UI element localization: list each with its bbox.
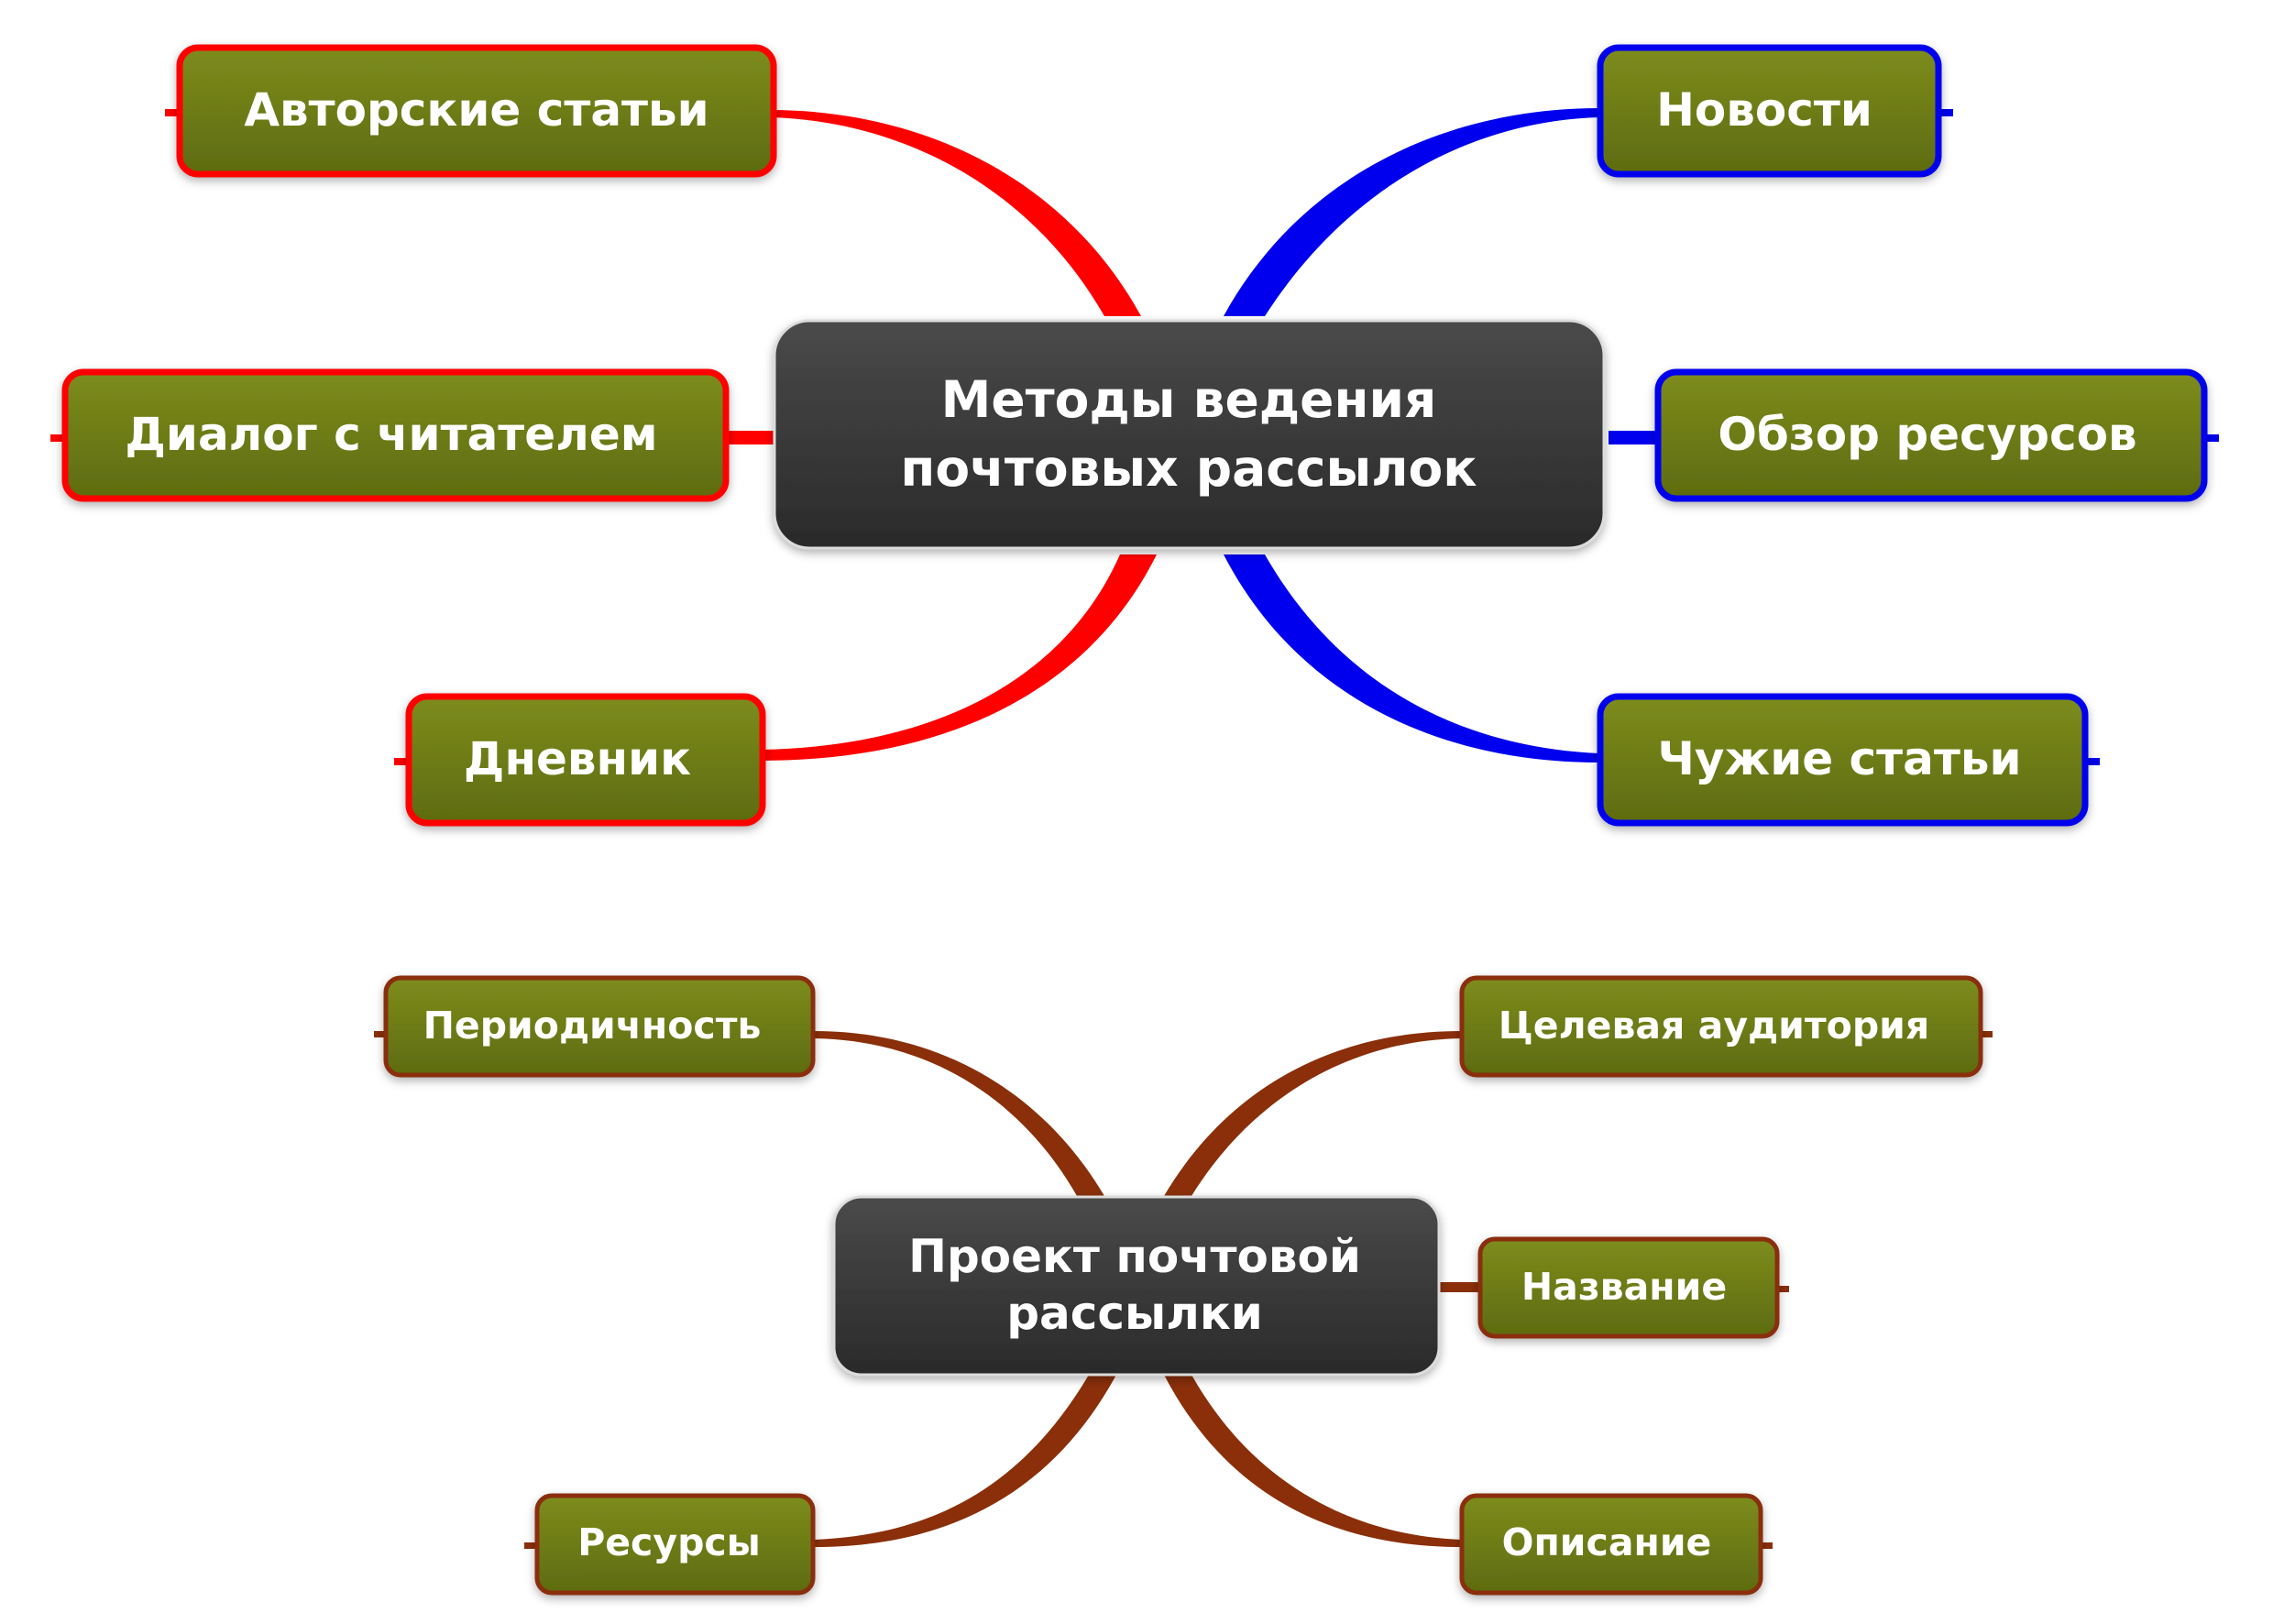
branch-dnevnik [761,554,1157,761]
node-novosti-label: Новости [1656,83,1872,137]
node-periodichnost-label: Периодичность [423,1004,762,1048]
node-opisanie[interactable]: Описание [1459,1493,1763,1596]
node-opisanie-label: Описание [1502,1520,1712,1564]
node-resursy-label: Ресурсы [577,1520,761,1564]
stub-novosti [1938,109,1953,116]
node-chuzhie-stati[interactable]: Чужие статьи [1597,693,2089,827]
branch-periodichnost [814,1031,1104,1196]
branch-dialog [724,431,774,444]
branch-opisanie [1164,1375,1462,1547]
node-obzor-resursov[interactable]: Обзор ресурсов [1654,368,2208,502]
map1-center-line1: Методы ведения [941,370,1437,429]
map1-center-node[interactable]: Методы ведения почтовых рассылок [773,319,1606,550]
branch-obzor [1609,431,1659,444]
stub-nazvanie [1776,1286,1789,1292]
node-dialog-label: Диалог с читателем [125,408,657,461]
stub-celevaya [1980,1031,1993,1037]
map1-center-line2: почтовых рассылок [900,439,1477,498]
node-chuzhie-label: Чужие статьи [1657,732,2021,785]
node-avtorskie-stati-label: Авторские статьи [244,83,708,137]
stub-opisanie [1760,1542,1773,1549]
node-dialog-s-chitatelem[interactable]: Диалог с читателем [61,368,730,502]
stub-dialog [50,434,65,442]
node-celevaya-auditoriya[interactable]: Целевая аудитория [1459,975,1983,1078]
node-nazvanie-label: Название [1521,1265,1727,1309]
branch-nazvanie [1439,1282,1481,1292]
branch-celevaya [1164,1031,1462,1196]
stub-avtorskie [165,109,180,116]
node-periodichnost[interactable]: Периодичность [383,975,816,1078]
map2-center-line1: Проект почтовой [908,1230,1361,1283]
map2-center-line2: рассылки [1006,1287,1263,1340]
map1-branches [50,108,2219,765]
node-resursy[interactable]: Ресурсы [534,1493,816,1596]
node-dnevnik[interactable]: Дневник [405,693,766,827]
stub-dnevnik [394,758,409,765]
map2-center-node[interactable]: Проект почтовой рассылки [832,1195,1441,1377]
branch-avtorskie-stati [770,110,1141,316]
node-nazvanie[interactable]: Название [1477,1236,1780,1339]
node-novosti[interactable]: Новости [1597,44,1942,178]
node-avtorskie-stati[interactable]: Авторские статьи [176,44,777,178]
stub-periodichnost [374,1031,387,1037]
stub-resursy [524,1542,537,1549]
node-celevaya-label: Целевая аудитория [1499,1004,1929,1048]
stub-obzor [2204,434,2219,442]
branch-chuzhie-stati [1224,554,1599,763]
map2-branches [374,1031,1993,1549]
node-dnevnik-label: Дневник [464,732,691,785]
node-obzor-label: Обзор ресурсов [1718,408,2136,461]
branch-resursy [814,1375,1116,1547]
branch-novosti [1224,108,1599,316]
stub-chuzhie [2085,758,2100,765]
